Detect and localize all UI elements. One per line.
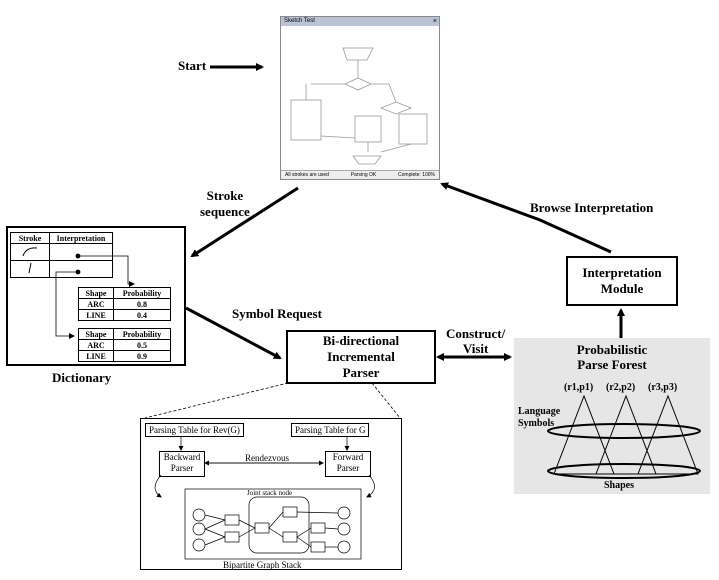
zoom-line-right [371, 382, 401, 419]
pair-2: (r2,p2) [606, 382, 636, 393]
close-icon[interactable]: × [432, 18, 437, 25]
dictionary-box: Stroke Interpretation Shape Probability … [6, 226, 186, 366]
zoom-line-left [144, 382, 289, 419]
status-mid: Parsing OK [350, 172, 377, 178]
probability-table-1: Shape Probability ARC 0.8 LINE 0.4 [78, 287, 171, 321]
table2-shape-header: Shape [78, 328, 114, 340]
status-right: Complete: 100% [398, 172, 435, 178]
bipartite-graph [154, 436, 375, 560]
table1-row1-prob: 0.8 [113, 298, 171, 310]
stroke-sequence-label: Stroke sequence [200, 188, 250, 219]
forward-parser-box: Forward Parser [325, 451, 371, 477]
interp-cell-2 [49, 260, 113, 278]
table2-row1-prob: 0.5 [113, 339, 171, 351]
dictionary-caption: Dictionary [52, 370, 112, 385]
table2-row2-prob: 0.9 [113, 350, 171, 362]
stroke-line-cell [10, 260, 50, 278]
table1-row2-shape: LINE [78, 309, 114, 321]
parser-detail-panel: Parsing Table for Rev(G) Parsing Table f… [140, 418, 402, 570]
bipartite-label: Bipartite Graph Stack [223, 560, 302, 570]
browse-arrow [440, 182, 612, 254]
dictionary-pointers [55, 253, 135, 339]
browse-interpretation-label: Browse Interpretation [530, 200, 654, 215]
parser-box: Bi-directional Incremental Parser [286, 330, 436, 384]
language-symbols-label: Language Symbols [518, 406, 561, 429]
flowchart-sketch [290, 47, 428, 165]
construct-visit-label: Construct/ Visit [446, 326, 506, 356]
symbol-request-arrow [185, 306, 282, 360]
pair-1: (r1,p1) [564, 382, 594, 393]
table1-row1-shape: ARC [78, 298, 114, 310]
status-left: All strokes are used [285, 172, 329, 178]
parse-forest-panel: Probabilistic Parse Forest (r1,p1) (r2,p… [514, 338, 710, 494]
parse-forest-title: Probabilistic Parse Forest [576, 342, 648, 372]
joint-stack-label: Joint stack node [247, 489, 293, 497]
parsing-table-g: Parsing Table for G [291, 423, 370, 437]
start-label: Start [178, 58, 207, 73]
window-title: Sketch Test [284, 18, 315, 24]
window-titlebar: Sketch Test × [281, 17, 439, 26]
table2-row1-shape: ARC [78, 339, 114, 351]
shapes-label: Shapes [604, 480, 635, 491]
parse-forest-graph [547, 394, 701, 479]
window-statusbar: All strokes are used Parsing OK Complete… [281, 170, 439, 179]
table1-row2-prob: 0.4 [113, 309, 171, 321]
screenshot-window: Sketch Test × All strokes are used Parsi… [280, 16, 440, 180]
table2-prob-header: Probability [113, 328, 171, 340]
table1-shape-header: Shape [78, 287, 114, 299]
rendezvous-label: Rendezvous [245, 453, 289, 463]
parsing-table-rev: Parsing Table for Rev(G) [145, 423, 244, 437]
probability-table-2: Shape Probability ARC 0.5 LINE 0.9 [78, 328, 171, 362]
dictionary-stroke-table: Stroke Interpretation [10, 232, 113, 278]
stroke-sequence-arrow [190, 186, 299, 258]
interpretation-module-box: Interpretation Module [566, 256, 678, 306]
pair-3: (r3,p3) [648, 382, 678, 393]
table2-row2-shape: LINE [78, 350, 114, 362]
table1-prob-header: Probability [113, 287, 171, 299]
symbol-request-label: Symbol Request [232, 306, 322, 321]
